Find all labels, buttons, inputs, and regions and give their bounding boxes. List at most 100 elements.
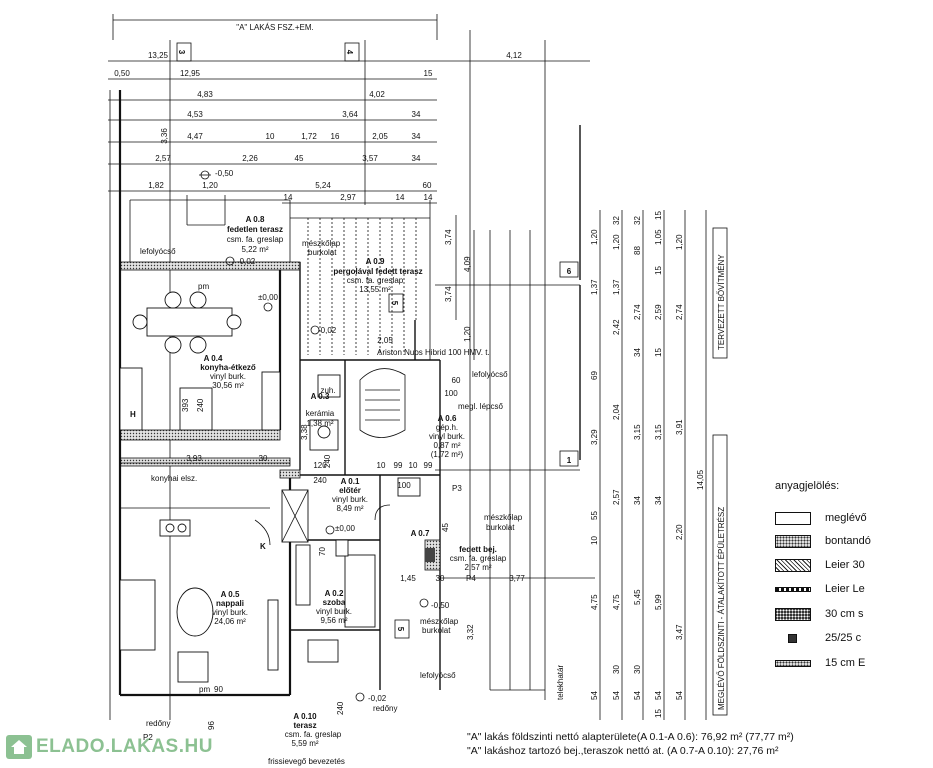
svg-text:2,57 m²: 2,57 m² <box>464 563 491 572</box>
svg-text:34: 34 <box>412 154 421 163</box>
svg-text:1,05: 1,05 <box>654 229 663 245</box>
svg-text:3,15: 3,15 <box>633 424 642 440</box>
svg-text:30,56 m²: 30,56 m² <box>212 381 244 390</box>
room-name: fedett bej. <box>459 545 497 554</box>
room-code: A 0.7 <box>411 529 430 538</box>
svg-text:54: 54 <box>675 691 684 700</box>
svg-text:zuh.: zuh. <box>320 386 335 395</box>
svg-text:69: 69 <box>590 371 599 380</box>
svg-text:3,15: 3,15 <box>654 424 663 440</box>
room-name: fedetlen terasz <box>227 225 283 234</box>
swatch-leier30 <box>775 558 811 572</box>
svg-text:lefolyócső: lefolyócső <box>140 247 176 256</box>
svg-text:240: 240 <box>323 454 332 468</box>
axis-marker: 5 <box>396 627 405 632</box>
svg-text:vinyl burk.: vinyl burk. <box>212 608 248 617</box>
svg-text:±0,00: ±0,00 <box>258 293 279 302</box>
svg-text:88: 88 <box>633 246 642 255</box>
swatch-demolish <box>775 534 811 548</box>
svg-text:10: 10 <box>590 536 599 545</box>
svg-text:99: 99 <box>424 461 433 470</box>
watermark: ELADO.LAKAS.HU <box>6 735 213 759</box>
svg-text:2,57: 2,57 <box>155 154 171 163</box>
svg-text:12,95: 12,95 <box>180 69 201 78</box>
svg-text:60: 60 <box>452 376 461 385</box>
furniture <box>119 291 421 683</box>
svg-text:burkolat: burkolat <box>308 248 337 257</box>
svg-text:0,87 m²: 0,87 m² <box>433 441 460 450</box>
room-code: A 0.5 <box>221 590 240 599</box>
svg-text:100: 100 <box>444 389 458 398</box>
axis-marker: 4 <box>345 50 354 55</box>
svg-text:redőny: redőny <box>373 704 397 713</box>
svg-text:burkolat: burkolat <box>486 523 515 532</box>
svg-text:45: 45 <box>441 523 450 532</box>
room-code: A 0.6 <box>438 414 457 423</box>
room-labels: A 0.8 fedetlen terasz csm. fa. greslap 5… <box>200 215 507 748</box>
svg-text:393: 393 <box>181 398 190 412</box>
svg-text:15: 15 <box>654 709 663 718</box>
svg-text:15: 15 <box>424 69 433 78</box>
svg-text:1,72: 1,72 <box>301 132 317 141</box>
svg-text:15: 15 <box>654 266 663 275</box>
svg-text:±0,00: ±0,00 <box>335 524 356 533</box>
legend-row: 30 cm s <box>775 607 933 621</box>
svg-text:3,36: 3,36 <box>160 128 169 144</box>
svg-text:1,37: 1,37 <box>612 279 621 295</box>
legend-row: Leier 30 <box>775 558 933 572</box>
area-summary-line1: "A" lakás földszinti nettó alapterülete(… <box>467 731 794 743</box>
svg-text:240: 240 <box>313 476 327 485</box>
room-name: terasz <box>293 721 316 730</box>
swatch-30cm <box>775 607 811 621</box>
svg-text:240: 240 <box>336 701 345 715</box>
side-labels: TERVEZETT BŐVÍTMÉNY MEGLÉVŐ FÖLDSZINTI -… <box>712 227 728 716</box>
svg-text:45: 45 <box>295 154 304 163</box>
svg-text:gép.h.: gép.h. <box>436 423 458 432</box>
svg-text:P3: P3 <box>452 484 462 493</box>
svg-text:54: 54 <box>654 691 663 700</box>
svg-text:burkolat: burkolat <box>422 626 451 635</box>
svg-text:30: 30 <box>633 665 642 674</box>
room-name: nappali <box>216 599 244 608</box>
header-dimension: "A" LAKÁS FSZ.+EM. <box>112 14 438 40</box>
area-summary: "A" lakás földszinti nettó alapterülete(… <box>467 730 794 758</box>
swatch-leier-le <box>775 586 811 592</box>
svg-text:konyhai elsz.: konyhai elsz. <box>151 474 197 483</box>
legend-row: 25/25 c <box>775 631 933 645</box>
house-icon <box>6 735 32 759</box>
svg-text:3,29: 3,29 <box>590 429 599 445</box>
svg-text:9,56 m²: 9,56 m² <box>320 616 347 625</box>
middle-vertical-dims: 3,74 3,74 4,09 1,20 <box>435 30 595 700</box>
svg-text:2,20: 2,20 <box>675 524 684 540</box>
svg-text:0,50: 0,50 <box>114 69 130 78</box>
room-name: szoba <box>323 598 346 607</box>
svg-text:2,05: 2,05 <box>377 336 393 345</box>
svg-text:54: 54 <box>590 691 599 700</box>
svg-text:vinyl burk.: vinyl burk. <box>429 432 465 441</box>
svg-text:2,97: 2,97 <box>340 193 356 202</box>
room-name: konyha-étkező <box>200 363 256 372</box>
side-label-lower: MEGLÉVŐ FÖLDSZINTI - ÁTALAKÍTOTT ÉPÜLETR… <box>717 507 726 710</box>
swatch-existing <box>775 511 811 525</box>
axis-marker: 6 <box>567 267 572 276</box>
svg-text:30: 30 <box>612 665 621 674</box>
svg-text:34: 34 <box>412 110 421 119</box>
svg-text:3,47: 3,47 <box>675 624 684 640</box>
svg-text:1,45: 1,45 <box>400 574 416 583</box>
svg-text:24,06 m²: 24,06 m² <box>214 617 246 626</box>
svg-text:P4: P4 <box>466 574 476 583</box>
svg-text:10: 10 <box>266 132 275 141</box>
pergola-slats <box>307 218 417 355</box>
svg-text:pm: pm <box>199 685 210 694</box>
svg-text:1,37: 1,37 <box>590 279 599 295</box>
svg-text:K: K <box>260 542 266 551</box>
legend-row: bontandó <box>775 534 933 548</box>
room-code: A 0.9 <box>366 257 385 266</box>
svg-text:(1,72 m²): (1,72 m²) <box>431 450 464 459</box>
svg-text:frissievegő bevezetés: frissievegő bevezetés <box>268 757 345 766</box>
svg-text:vinyl burk.: vinyl burk. <box>210 372 246 381</box>
room-code: A 0.10 <box>293 712 317 721</box>
svg-text:redőny: redőny <box>146 719 170 728</box>
room-code: A 0.8 <box>246 215 265 224</box>
